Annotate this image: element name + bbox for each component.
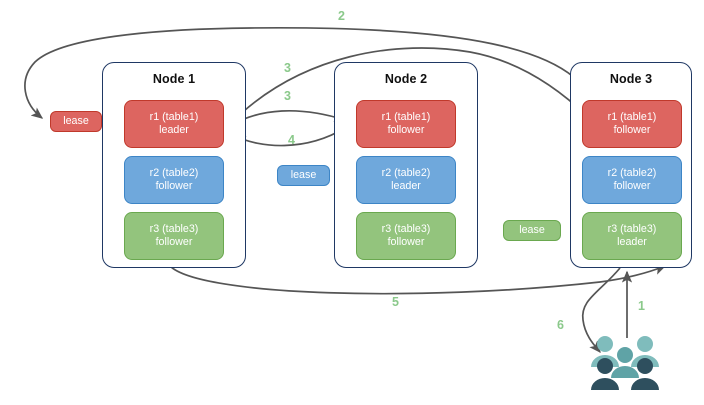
edge-step-5 [169,265,667,295]
clients-people-icon [588,334,666,392]
step-label-4: 4 [288,133,295,147]
replica-node1-r2: r2 (table2) follower [124,156,224,204]
step-label-2: 2 [338,9,345,23]
node-box-node3: Node 3 r1 (table1) follower r2 (table2) … [570,62,692,268]
replica-role: follower [155,236,193,248]
node-title-node1: Node 1 [152,72,196,86]
replica-node1-r1: r1 (table1) leader [124,100,224,148]
replica-node3-r2: r2 (table2) follower [582,156,682,204]
people-front-row [591,358,659,390]
replica-role: follower [387,236,425,248]
lease-chip-r1: lease [50,111,102,132]
replica-role: follower [613,180,651,192]
replica-name: r2 (table2) [381,166,431,179]
replica-name: r2 (table2) [149,166,199,179]
replica-role: follower [613,124,651,136]
replica-node2-r3: r3 (table3) follower [356,212,456,260]
step-label-1: 1 [638,299,645,313]
node-box-node1: Node 1 r1 (table1) leader r2 (table2) fo… [102,62,246,268]
step-label-5: 5 [392,295,399,309]
replica-node1-r3: r3 (table3) follower [124,212,224,260]
node-title-node2: Node 2 [384,72,428,86]
step-label-3-lower: 3 [284,89,291,103]
replica-name: r2 (table2) [607,166,657,179]
node-box-node2: Node 2 r1 (table1) follower r2 (table2) … [334,62,478,268]
replica-role: leader [617,236,647,248]
lease-chip-r3: lease [503,220,561,241]
step-label-3-upper: 3 [284,61,291,75]
lease-chip-r2: lease [277,165,330,186]
node-title-node3: Node 3 [609,72,653,86]
replica-role: leader [391,180,421,192]
replica-role: leader [159,124,189,136]
replica-role: follower [155,180,193,192]
people-middle [611,347,639,378]
step-label-6: 6 [557,318,564,332]
replica-name: r1 (table1) [381,110,431,123]
replica-name: r3 (table3) [149,222,199,235]
replica-node3-r1: r1 (table1) follower [582,100,682,148]
replica-name: r1 (table1) [607,110,657,123]
replica-role: follower [387,124,425,136]
replica-node2-r2: r2 (table2) leader [356,156,456,204]
replica-name: r3 (table3) [381,222,431,235]
replica-node3-r3: r3 (table3) leader [582,212,682,260]
replica-name: r1 (table1) [149,110,199,123]
replica-name: r3 (table3) [607,222,657,235]
edge-step-3-lower [229,109,347,127]
replica-node2-r1: r1 (table1) follower [356,100,456,148]
